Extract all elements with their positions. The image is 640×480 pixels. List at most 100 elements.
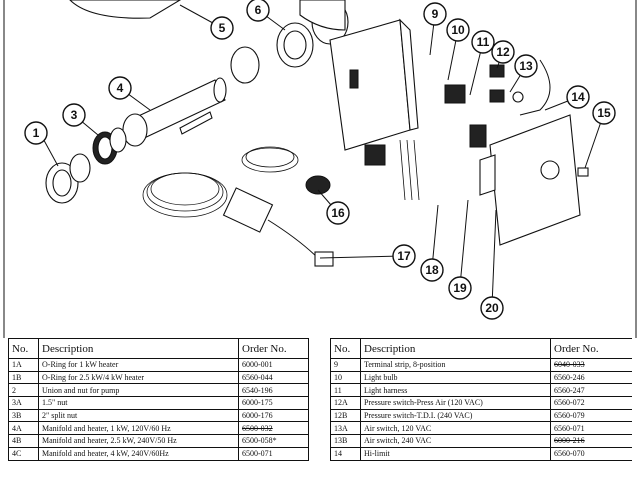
power-cord-drawing xyxy=(142,172,334,267)
cell-no: 1A xyxy=(8,358,39,372)
cell-description: Manifold and heater, 1 kW, 120V/60 Hz xyxy=(38,421,239,436)
cell-no: 4A xyxy=(8,421,39,436)
callout-label: 19 xyxy=(453,281,467,295)
cell-description: O-Ring for 2.5 kW/4 kW heater xyxy=(38,371,239,385)
header-description: Description xyxy=(38,338,239,359)
cell-order: 6560-070 xyxy=(550,447,632,461)
callout-label: 12 xyxy=(496,45,510,59)
cell-no: 4B xyxy=(8,434,39,448)
cell-order: 6560-247 xyxy=(550,383,632,398)
callout-15: 15 xyxy=(592,101,616,125)
cell-no: 13A xyxy=(330,421,361,436)
cell-description: Air switch, 240 VAC xyxy=(360,434,551,448)
cell-description: 1.5" nut xyxy=(38,396,239,410)
cell-order: 6000-175 xyxy=(238,396,309,410)
cell-order: 6560-071 xyxy=(550,421,632,436)
cell-description: Union and nut for pump xyxy=(38,383,239,398)
header-order: Order No. xyxy=(238,338,309,359)
callout-label: 10 xyxy=(451,23,465,37)
callout-18: 18 xyxy=(420,258,444,282)
header-no: No. xyxy=(330,338,361,359)
header-description: Description xyxy=(360,338,551,359)
callout-4: 4 xyxy=(108,76,132,100)
callout-3: 3 xyxy=(62,103,86,127)
callout-label: 17 xyxy=(397,249,411,263)
cell-order: 6000-001 xyxy=(238,358,309,372)
callout-label: 4 xyxy=(117,81,124,95)
cell-no: 9 xyxy=(330,358,361,372)
cell-order: 6500-071 xyxy=(238,447,309,461)
cell-no: 3A xyxy=(8,396,39,410)
callout-label: 6 xyxy=(255,3,262,17)
callout-label: 3 xyxy=(71,108,78,122)
callout-12: 12 xyxy=(491,40,515,64)
cell-description: Air switch, 120 VAC xyxy=(360,421,551,436)
callout-label: 13 xyxy=(519,59,533,73)
callout-19: 19 xyxy=(448,276,472,300)
cell-description: O-Ring for 1 kW heater xyxy=(38,358,239,372)
cell-description: Manifold and heater, 2.5 kW, 240V/50 Hz xyxy=(38,434,239,448)
cell-order: 6560-072 xyxy=(550,396,632,410)
switches-drawing xyxy=(444,59,589,177)
cell-description: Pressure switch-Press Air (120 VAC) xyxy=(360,396,551,410)
callout-9: 9 xyxy=(423,2,447,26)
cell-no: 11 xyxy=(330,383,361,398)
cell-order: 6000-176 xyxy=(238,409,309,423)
table-header-row: No. Description Order No. xyxy=(330,338,632,359)
cell-no: 12B xyxy=(330,409,361,423)
callout-label: 11 xyxy=(477,35,490,49)
callout-16: 16 xyxy=(326,201,350,225)
callout-5: 5 xyxy=(210,16,234,40)
nut-and-oring-drawing xyxy=(45,127,127,204)
cell-description: 2" split nut xyxy=(38,409,239,423)
callout-13: 13 xyxy=(514,54,538,78)
callout-label: 15 xyxy=(597,106,611,120)
callout-label: 5 xyxy=(219,21,226,35)
cell-description: Pressure switch-T.D.I. (240 VAC) xyxy=(360,409,551,423)
cell-description: Hi-limit xyxy=(360,447,551,461)
side-panel-drawing xyxy=(469,114,581,246)
callout-6: 6 xyxy=(246,0,270,22)
cell-no: 14 xyxy=(330,447,361,461)
header-no: No. xyxy=(8,338,39,359)
cell-no: 4C xyxy=(8,447,39,461)
enclosure-drawing xyxy=(329,18,420,201)
cell-description: Light harness xyxy=(360,383,551,398)
callout-label: 14 xyxy=(571,90,585,104)
cell-no: 10 xyxy=(330,371,361,385)
cell-order: 6540-196 xyxy=(238,383,309,398)
light-harness-drawing xyxy=(241,146,331,195)
exploded-parts-diagram: 1 3 4 5 6 9 10 11 12 13 14 15 16 17 18 1… xyxy=(3,0,637,338)
cell-description: Manifold and heater, 4 kW, 240V/60Hz xyxy=(38,447,239,461)
cell-order: 6040-033 xyxy=(550,358,632,372)
cell-order: 6560-246 xyxy=(550,371,632,385)
cell-order: 6560-044 xyxy=(238,371,309,385)
cell-no: 12A xyxy=(330,396,361,410)
callout-label: 20 xyxy=(485,301,499,315)
callout-label: 1 xyxy=(33,126,40,140)
callout-14: 14 xyxy=(566,85,590,109)
callout-10: 10 xyxy=(446,18,470,42)
callout-label: 16 xyxy=(331,206,345,220)
manifold-heater-drawing xyxy=(122,77,227,147)
cell-no: 13B xyxy=(330,434,361,448)
cell-no: 2 xyxy=(8,383,39,398)
callout-label: 18 xyxy=(425,263,439,277)
callout-label: 9 xyxy=(432,7,439,21)
